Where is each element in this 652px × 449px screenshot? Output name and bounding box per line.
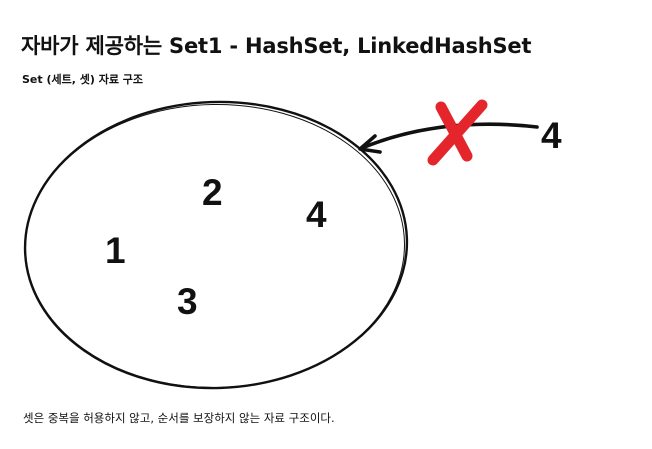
- set-element-1: 1: [105, 230, 126, 271]
- set-element-4: 4: [306, 194, 327, 235]
- insert-arrow-line: [360, 122, 539, 150]
- set-boundary-sketch: [25, 103, 405, 389]
- reject-x-icon: [427, 99, 488, 166]
- set-boundary: [23, 100, 409, 390]
- description-caption: 셋은 중복을 허용하지 않고, 순서를 보장하지 않는 자료 구조이다.: [23, 411, 335, 425]
- set-element-2: 2: [202, 172, 223, 213]
- section-subtitle: Set (세트, 셋) 자료 구조: [22, 73, 144, 86]
- set-element-3: 3: [177, 281, 198, 322]
- page-title: 자바가 제공하는 Set1 - HashSet, LinkedHashSet: [21, 34, 532, 58]
- insert-arrow-head: [358, 134, 382, 154]
- duplicate-element-4: 4: [541, 115, 562, 156]
